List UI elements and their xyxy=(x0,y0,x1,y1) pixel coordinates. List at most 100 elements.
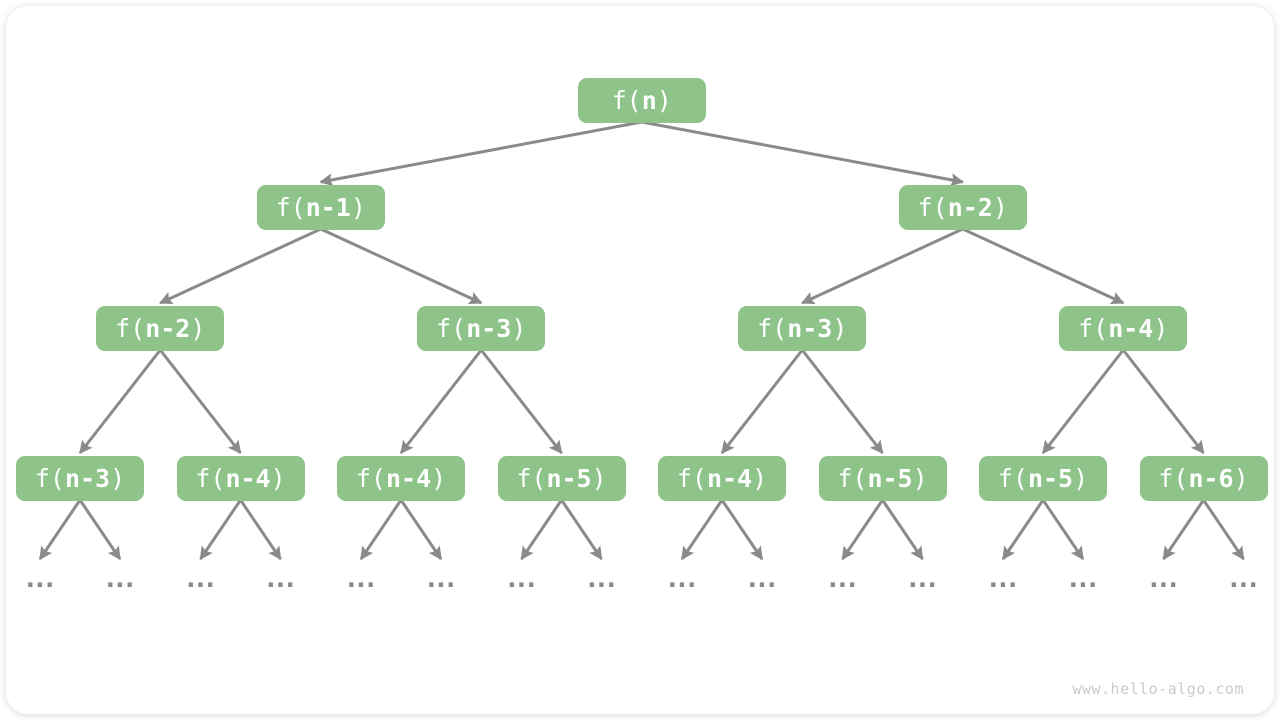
tree-node-l4-2: f(n-4) xyxy=(337,456,465,501)
tree-edge-arrow xyxy=(78,349,162,455)
tree-edge-arrow xyxy=(159,349,242,455)
node-label-prefix: f( xyxy=(611,86,642,115)
tree-edge-arrow xyxy=(520,499,563,561)
node-label-arg: n-3 xyxy=(787,314,833,343)
node-label-suffix: ) xyxy=(912,464,928,493)
tree-node-l4-4: f(n-4) xyxy=(658,456,786,501)
node-label-arg: n-6 xyxy=(1188,464,1234,493)
tree-node-l4-7: f(n-6) xyxy=(1139,456,1268,501)
node-label-arg: n-2 xyxy=(947,193,993,222)
ellipsis-leaf-7-right: ... xyxy=(1226,564,1261,594)
ellipsis-leaf-5-left: ... xyxy=(825,564,860,594)
ellipsis-leaf-3-left: ... xyxy=(504,564,539,594)
watermark: www.hello-algo.com xyxy=(1072,680,1244,698)
tree-edge-arrow xyxy=(159,227,322,305)
node-label-arg: n-4 xyxy=(225,464,271,493)
tree-node-l3-1: f(n-3) xyxy=(417,306,546,351)
node-label-suffix: ) xyxy=(656,86,672,115)
node-label-suffix: ) xyxy=(1153,314,1169,343)
ellipsis-leaf-1-right: ... xyxy=(263,564,298,594)
node-label-arg: n-1 xyxy=(305,193,351,222)
tree-node-l4-5: f(n-5) xyxy=(818,456,947,501)
node-label-suffix: ) xyxy=(511,314,527,343)
ellipsis-leaf-4-right: ... xyxy=(744,564,780,594)
node-label-suffix: ) xyxy=(431,464,447,493)
tree-edge-arrow xyxy=(239,499,282,561)
tree-edge-arrow xyxy=(1202,499,1245,561)
node-label-suffix: ) xyxy=(832,314,848,343)
tree-edge-arrow xyxy=(1041,499,1085,561)
ellipsis-leaf-5-right: ... xyxy=(905,564,940,594)
node-label-arg: n-2 xyxy=(145,314,191,343)
tree-edge-arrow xyxy=(1041,349,1125,455)
ellipsis-leaf-2-right: ... xyxy=(423,564,459,594)
node-label-arg: n xyxy=(641,86,657,115)
node-label-suffix: ) xyxy=(752,464,768,493)
node-label-prefix: f( xyxy=(997,464,1028,493)
node-label-arg: n-5 xyxy=(867,464,913,493)
node-label-suffix: ) xyxy=(350,193,366,222)
tree-edge-arrow xyxy=(881,499,924,561)
ellipsis-leaf-1-left: ... xyxy=(183,564,218,594)
node-label-arg: n-5 xyxy=(546,464,592,493)
node-label-suffix: ) xyxy=(591,464,607,493)
tree-edge-arrow xyxy=(320,227,483,305)
node-label-prefix: f( xyxy=(1158,464,1189,493)
node-label-prefix: f( xyxy=(676,464,707,493)
node-label-prefix: f( xyxy=(516,464,547,493)
ellipsis-leaf-6-right: ... xyxy=(1065,564,1101,594)
node-label-prefix: f( xyxy=(436,314,467,343)
node-label-arg: n-3 xyxy=(466,314,512,343)
ellipsis-leaf-7-left: ... xyxy=(1146,564,1181,594)
tree-edge-arrow xyxy=(1122,349,1205,455)
node-label-prefix: f( xyxy=(757,314,788,343)
node-label-suffix: ) xyxy=(190,314,206,343)
tree-node-l4-3: f(n-5) xyxy=(497,456,626,501)
tree-node-l4-6: f(n-5) xyxy=(979,456,1107,501)
tree-edge-arrow xyxy=(38,499,82,561)
tree-edge-arrow xyxy=(399,499,443,561)
tree-node-l2-0: f(n-1) xyxy=(256,185,385,230)
node-label-prefix: f( xyxy=(837,464,868,493)
ellipsis-leaf-0-right: ... xyxy=(102,564,138,594)
node-label-arg: n-5 xyxy=(1027,464,1074,493)
node-label-prefix: f( xyxy=(1078,314,1109,343)
tree-edge-arrow xyxy=(720,499,764,561)
tree-edge-arrow xyxy=(841,499,884,561)
tree-edge-arrow xyxy=(399,349,483,455)
tree-node-l1-0: f(n) xyxy=(577,78,706,123)
node-label-arg: n-3 xyxy=(64,464,111,493)
node-label-prefix: f( xyxy=(355,464,386,493)
node-label-suffix: ) xyxy=(110,464,126,493)
tree-edge-arrow xyxy=(641,120,965,187)
ellipsis-leaf-4-left: ... xyxy=(664,564,700,594)
ellipsis-leaf-2-left: ... xyxy=(343,564,379,594)
node-label-prefix: f( xyxy=(195,464,226,493)
tree-node-l3-2: f(n-3) xyxy=(738,306,867,351)
tree-edge-arrow xyxy=(801,349,884,455)
node-label-arg: n-4 xyxy=(1108,314,1154,343)
ellipsis-leaf-0-left: ... xyxy=(22,564,58,594)
tree-node-l3-0: f(n-2) xyxy=(96,306,225,351)
node-label-suffix: ) xyxy=(1233,464,1249,493)
node-label-prefix: f( xyxy=(917,193,948,222)
node-label-arg: n-4 xyxy=(385,464,432,493)
tree-edge-arrow xyxy=(480,349,563,455)
tree-edge-arrow xyxy=(962,227,1125,305)
tree-edge-arrow xyxy=(1001,499,1045,561)
node-label-arg: n-4 xyxy=(706,464,753,493)
node-label-suffix: ) xyxy=(992,193,1008,222)
tree-edge-arrow xyxy=(319,120,643,187)
node-label-suffix: ) xyxy=(1073,464,1089,493)
tree-node-l4-0: f(n-3) xyxy=(16,456,144,501)
node-label-prefix: f( xyxy=(275,193,306,222)
tree-edge-arrow xyxy=(1162,499,1205,561)
tree-edge-arrow xyxy=(78,499,122,561)
tree-edge-arrow xyxy=(359,499,403,561)
tree-edge-arrow xyxy=(720,349,804,455)
tree-edge-arrow xyxy=(560,499,603,561)
tree-edge-arrow xyxy=(680,499,724,561)
node-label-prefix: f( xyxy=(115,314,146,343)
